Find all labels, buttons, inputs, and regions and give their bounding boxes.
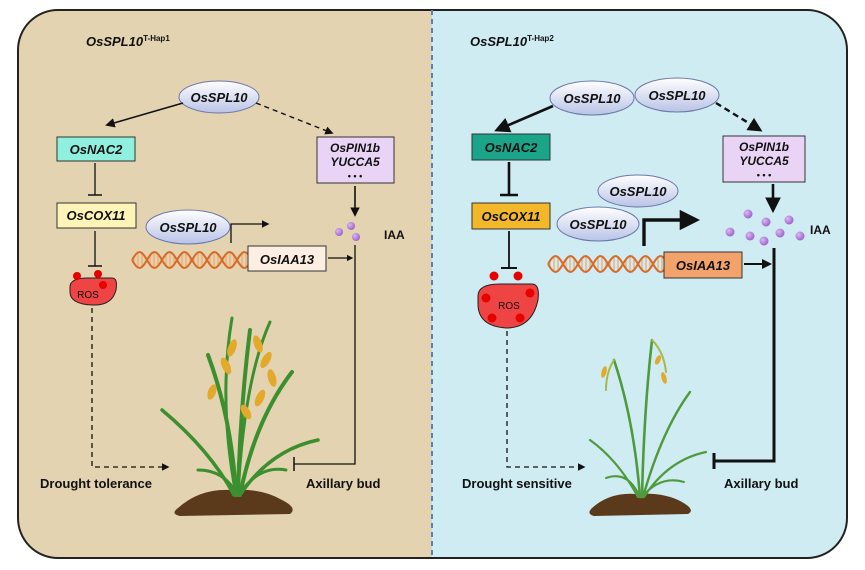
right-spl10-top-ellipse-a: [549, 80, 635, 116]
right-iaa-label: IAA: [810, 223, 831, 237]
right-spl10-dna-label-a: OsSPL10: [569, 217, 627, 232]
right-iaa-dot: [745, 231, 755, 241]
right-pin1b-label: OsPIN1b: [739, 140, 789, 154]
right-ros-dot: [525, 288, 535, 298]
left-arrow-ros-outcome: [91, 308, 170, 471]
right-soil: [589, 493, 691, 516]
left-arrow-spl10-pin1b: [255, 102, 334, 135]
right-panel: OsSPL10T-Hap2 OsSPL10 OsSPL10 OsNAC2 OsC…: [462, 34, 831, 516]
left-pin1b-label: OsPIN1b: [330, 141, 380, 155]
left-spl10-dna-ellipse: [145, 209, 231, 245]
right-arrow-ros-outcome: [506, 331, 586, 471]
right-rice-plant: [588, 338, 708, 516]
right-nac2-label: OsNAC2: [485, 140, 539, 155]
left-nac2-label: OsNAC2: [70, 142, 124, 157]
right-iaa-dot: [795, 231, 805, 241]
left-iaa-dot: [347, 222, 355, 230]
right-spl10-top-ellipse-b: [634, 77, 720, 113]
left-arrow-spl10-nac2: [105, 102, 184, 128]
right-axillary-label: Axillary bud: [724, 476, 798, 491]
left-cox11-label: OsCOX11: [66, 208, 125, 223]
left-iaa-dot: [335, 228, 343, 236]
right-ros-label: ROS: [498, 301, 520, 312]
right-iaa-dot: [725, 227, 735, 237]
right-outcome-label: Drought sensitive: [462, 476, 572, 491]
left-soil: [174, 489, 293, 516]
right-iaa13-label: OsIAA13: [676, 258, 731, 273]
right-pin-dots: • • •: [757, 170, 771, 180]
left-pin1b-box: [316, 136, 395, 184]
right-spl10-dna-label-b: OsSPL10: [609, 184, 667, 199]
left-pin-dots: • • •: [348, 171, 362, 181]
right-arrow-spl10-pin1b: [715, 101, 763, 132]
right-spl10-top-label-b: OsSPL10: [648, 88, 706, 103]
right-iaa-dot: [743, 209, 753, 219]
right-iaa-dot: [784, 215, 794, 225]
left-panel: OsSPL10T-Hap1 OsSPL10 OsNAC2 OsCOX11 ROS…: [40, 34, 405, 516]
right-pin1b-box: [722, 135, 806, 183]
left-spl10-top-ellipse: [178, 80, 260, 114]
right-iaa-dot: [761, 217, 771, 227]
right-ros-dot: [489, 271, 499, 281]
right-panel-title: OsSPL10T-Hap2: [470, 34, 554, 49]
left-rice-plant: [160, 316, 320, 516]
left-iaa-dot: [352, 233, 360, 241]
left-ros-dot: [73, 272, 81, 280]
left-iaa-label: IAA: [384, 228, 405, 242]
right-ros-dot: [487, 313, 497, 323]
right-iaa13-box: [663, 251, 743, 279]
right-iaa-dot: [759, 236, 769, 246]
right-cox11-label: OsCOX11: [481, 209, 540, 224]
right-ros-dot: [513, 271, 523, 281]
right-cox11-box: [471, 202, 551, 230]
left-iaa13-label: OsIAA13: [260, 252, 315, 267]
right-ros-dot: [481, 293, 491, 303]
left-spl10-dna-label: OsSPL10: [159, 220, 217, 235]
left-panel-title: OsSPL10T-Hap1: [86, 34, 170, 49]
right-spl10-dna-ellipse-b: [597, 174, 679, 208]
left-nac2-box: [56, 136, 136, 162]
left-promoter-arrow: [230, 220, 270, 243]
right-promoter-arrow: [642, 209, 701, 246]
right-nac2-box: [471, 133, 551, 161]
left-inhibit-iaa-bud: [294, 245, 356, 465]
left-yucca5-label: YUCCA5: [330, 155, 380, 169]
left-ros-dot: [94, 270, 102, 278]
right-spl10-dna-ellipse-a: [556, 206, 640, 242]
right-inhibit-iaa-bud: [714, 248, 776, 463]
left-outcome-label: Drought tolerance: [40, 476, 152, 491]
right-iaa-dot: [775, 228, 785, 238]
right-ros-dot: [515, 313, 525, 323]
left-ros-dot: [99, 281, 107, 289]
left-axillary-label: Axillary bud: [306, 476, 380, 491]
right-yucca5-label: YUCCA5: [739, 154, 789, 168]
left-cox11-box: [56, 202, 137, 229]
right-arrow-spl10-nac2: [494, 104, 554, 133]
left-iaa13-box: [247, 245, 327, 272]
right-spl10-top-label-a: OsSPL10: [563, 91, 621, 106]
left-spl10-top-label: OsSPL10: [190, 90, 248, 105]
left-ros-label: ROS: [77, 290, 99, 301]
